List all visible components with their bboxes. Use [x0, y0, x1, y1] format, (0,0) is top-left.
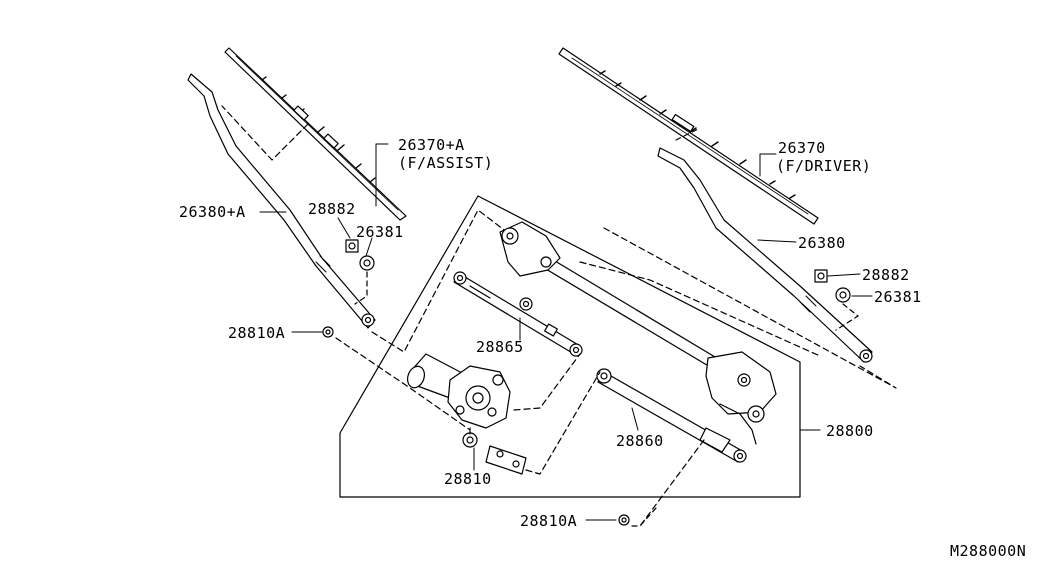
wiper-arm-assist: [187, 73, 376, 329]
link-rod-28860: [596, 368, 747, 463]
bolt-28810a-top: [322, 326, 334, 338]
cap-26381-left: [359, 255, 375, 271]
motor-bracket: [485, 445, 527, 475]
leader-bolt-bottom: [631, 507, 657, 527]
leader-cap-right: [835, 303, 859, 331]
diagram-code: M288000N: [950, 542, 1026, 560]
assembly-outline: [339, 195, 801, 498]
label-26381-left: 26381: [356, 223, 404, 241]
label-28860: 28860: [616, 432, 664, 450]
leader-blade-arm-left: [221, 105, 309, 161]
label-26380: 26380: [798, 234, 846, 252]
nut-28865: [519, 297, 533, 311]
link-rod-28865: [453, 271, 583, 357]
leader-rod-28860: [639, 439, 705, 527]
leader-motor-link: [513, 353, 581, 411]
label-28810a-top: 28810A: [228, 324, 285, 342]
label-28800: 28800: [826, 422, 874, 440]
leader-arm-pivot-right: [603, 227, 897, 389]
linkage-frame: [499, 221, 777, 445]
label-26380a: 26380+A: [179, 203, 246, 221]
leader-arm-pivot-right-2: [579, 261, 821, 357]
label-28882-right: 28882: [862, 266, 910, 284]
nut-28882-right: [814, 269, 828, 283]
wiper-motor-28810: [406, 353, 511, 448]
label-28865: 28865: [476, 338, 524, 356]
leader-blade-arm-right: [675, 127, 701, 141]
bolt-28810a-bottom: [618, 514, 630, 526]
nut-28882-left: [345, 239, 359, 253]
leader-lines: [259, 143, 873, 521]
cap-26381-right: [835, 287, 851, 303]
wiper-blade-driver: [558, 47, 819, 225]
wiper-arm-driver: [657, 147, 873, 363]
label-28810a-bottom: 28810A: [520, 512, 577, 530]
label-28810: 28810: [444, 470, 492, 488]
label-26370-sub: (F/DRIVER): [776, 157, 871, 175]
leader-bolt-top: [335, 337, 471, 431]
label-26370: 26370: [778, 139, 826, 157]
label-26370a: 26370+A: [398, 136, 465, 154]
label-28882-left: 28882: [308, 200, 356, 218]
label-26370a-sub: (F/ASSIST): [398, 154, 493, 172]
label-26381-right: 26381: [874, 288, 922, 306]
leader-bracket: [525, 371, 601, 475]
wiper-blade-assist: [224, 47, 407, 221]
